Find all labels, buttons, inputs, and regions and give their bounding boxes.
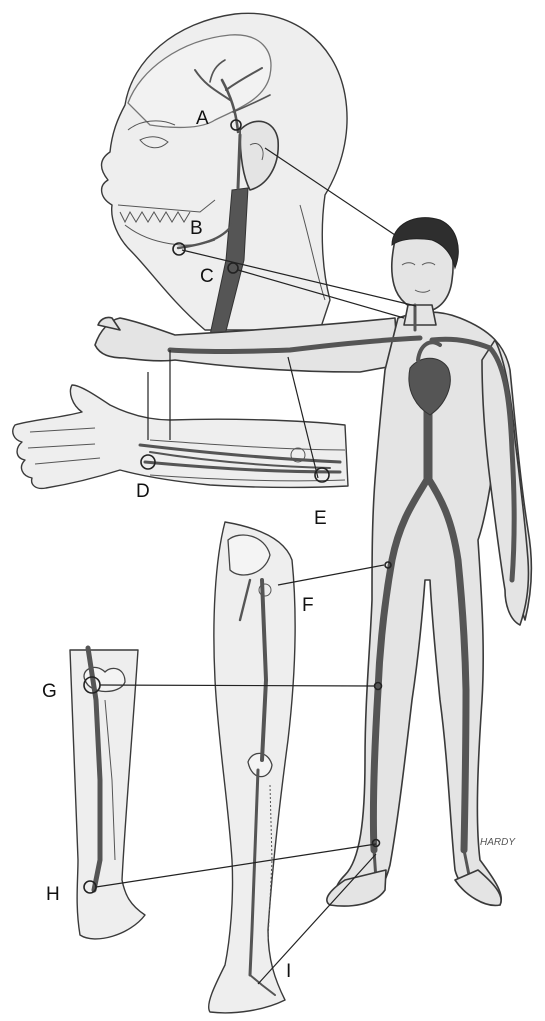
label-g: G bbox=[42, 681, 57, 702]
knee-leg-detail bbox=[70, 648, 145, 939]
label-f: F bbox=[302, 595, 314, 616]
label-d: D bbox=[136, 481, 150, 502]
label-i: I bbox=[286, 961, 291, 982]
artist-signature: HARDY bbox=[480, 837, 516, 848]
label-c: C bbox=[200, 266, 214, 287]
label-b: B bbox=[190, 218, 203, 239]
skull-detail bbox=[102, 13, 348, 335]
front-leg-detail bbox=[209, 522, 296, 1013]
label-e: E bbox=[314, 508, 327, 529]
label-a: A bbox=[196, 108, 209, 129]
label-h: H bbox=[46, 884, 60, 905]
